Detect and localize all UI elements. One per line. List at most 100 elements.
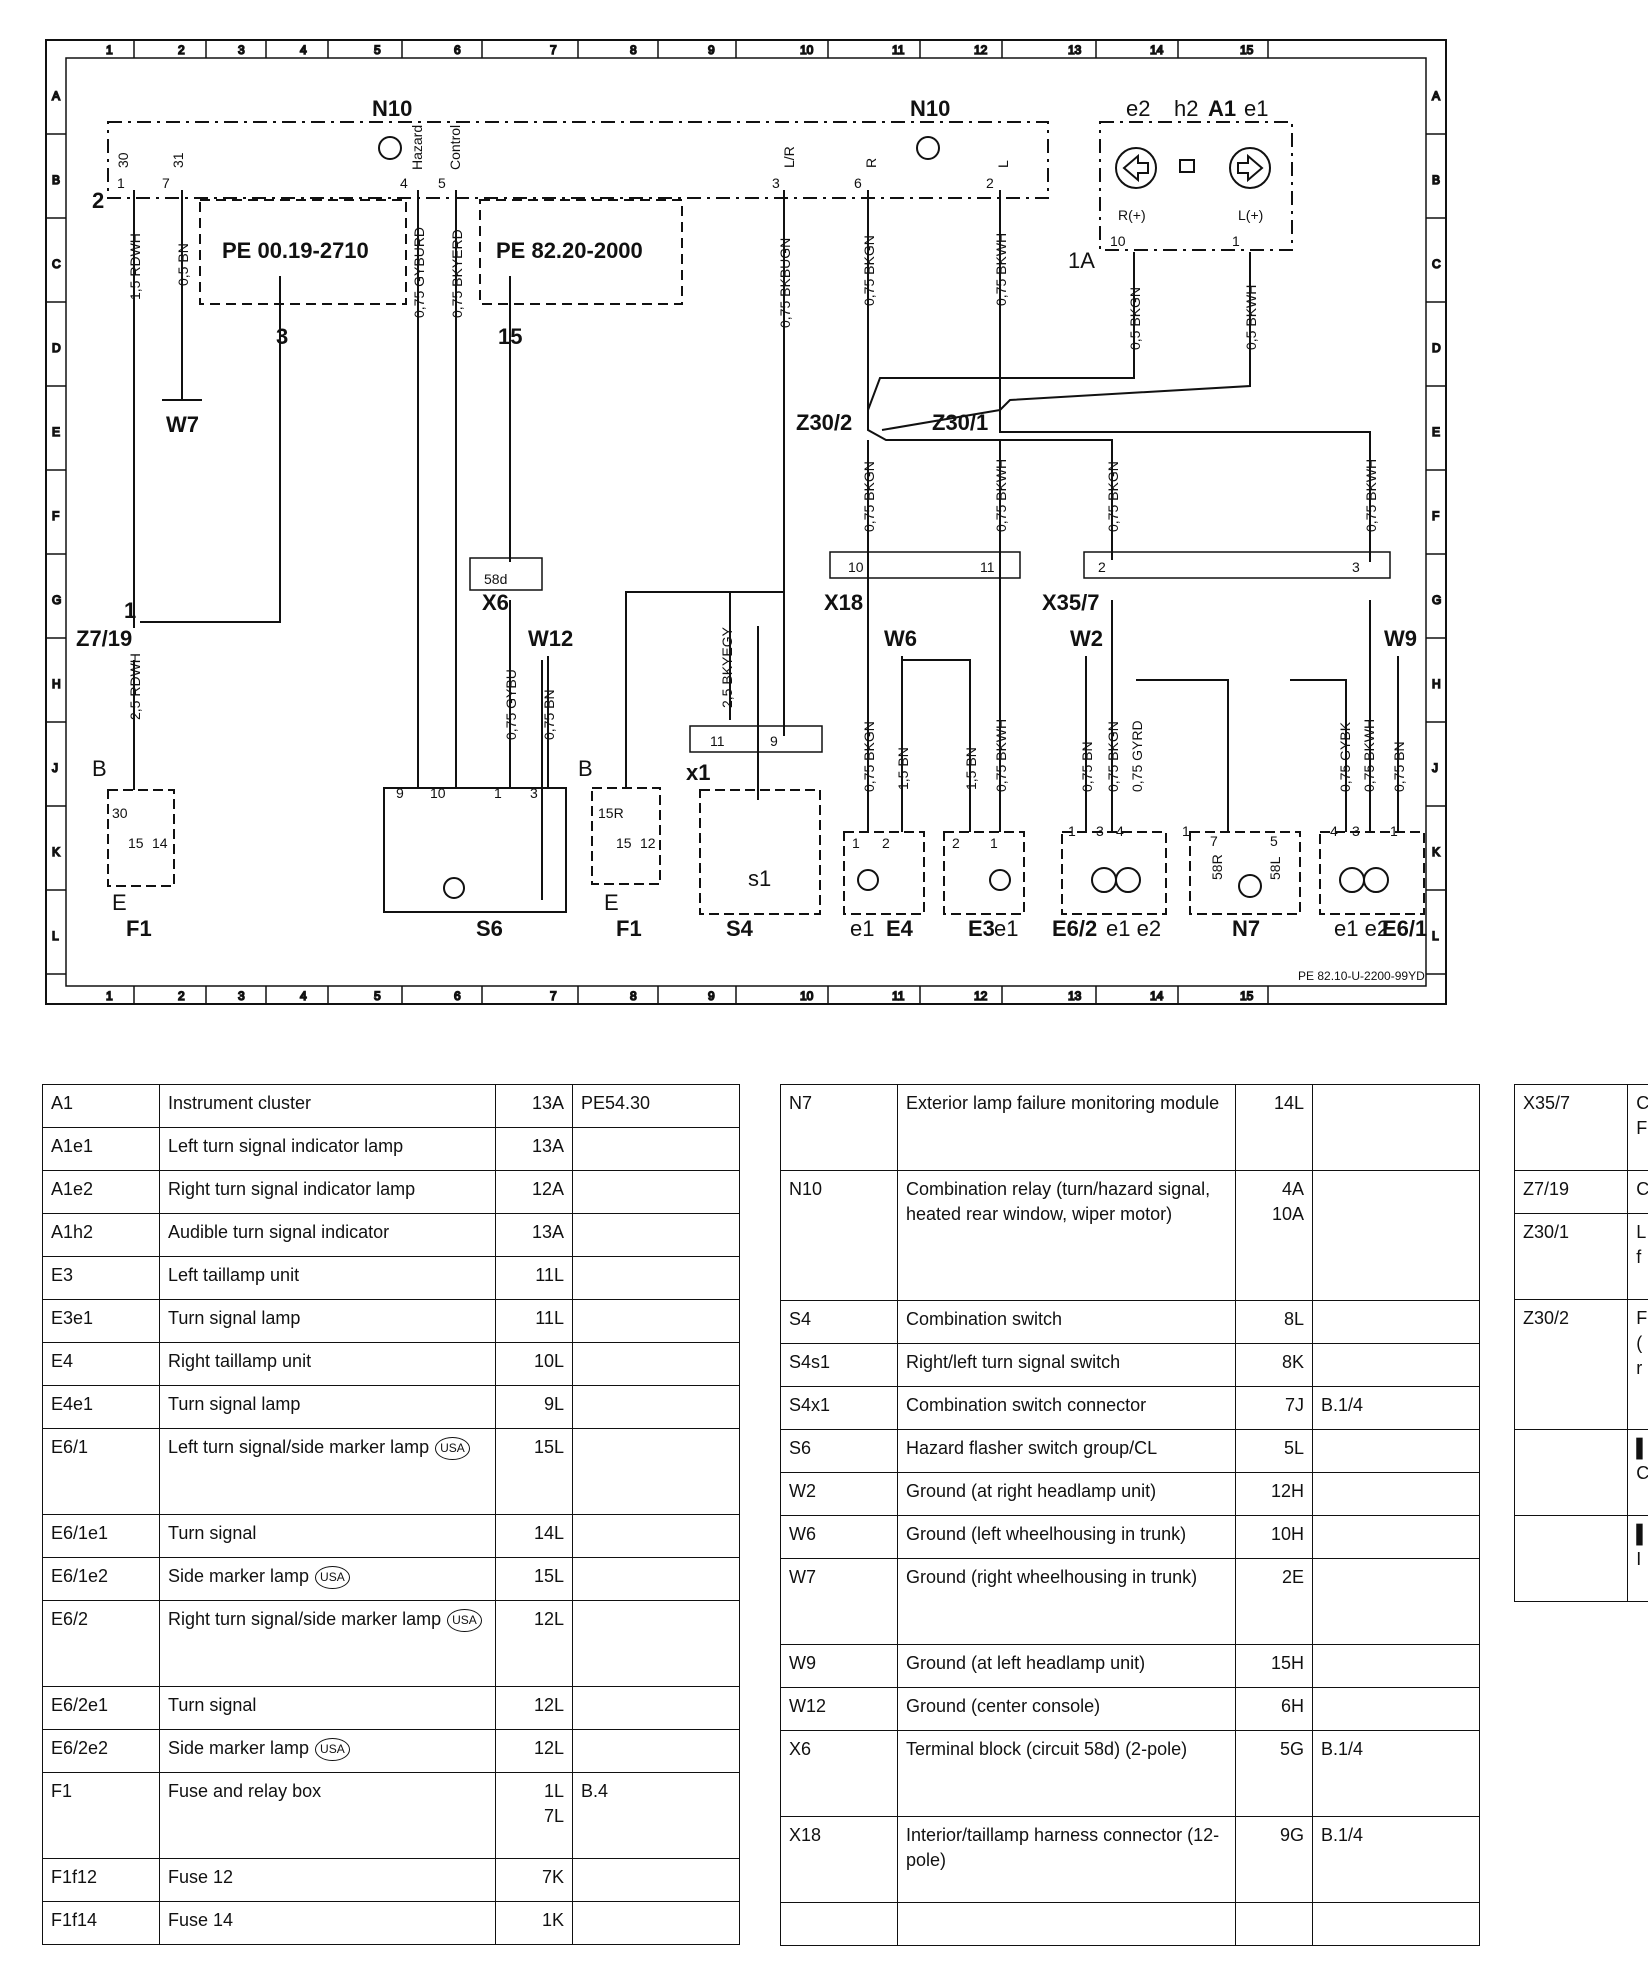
legend-ref	[572, 1170, 740, 1214]
left-arrow-indicator-icon	[1115, 147, 1157, 189]
wire-label: 0,75 BKGN	[1105, 721, 1121, 792]
frame-column-number: 2	[178, 43, 185, 57]
legend-ref	[572, 1428, 740, 1515]
legend-location: 9L	[495, 1385, 573, 1429]
legend-description	[897, 1902, 1236, 1946]
e62-pin-1: 1	[1068, 823, 1076, 839]
frame-column-number: 5	[374, 43, 381, 57]
z30-1-label: Z30/1	[932, 410, 988, 435]
legend-location: 7J	[1235, 1386, 1313, 1430]
legend-code: N10	[780, 1170, 898, 1301]
a1-pin-10: 10	[1110, 233, 1126, 249]
x6-terminal	[469, 557, 543, 591]
n7-transistor-icon	[1238, 874, 1262, 898]
legend-description: Ground (left wheelhousing in trunk)	[897, 1515, 1236, 1559]
x18-pin-11: 11	[980, 559, 995, 575]
frame-row-letter: A	[52, 89, 60, 103]
legend-location	[1235, 1902, 1313, 1946]
legend-code: A1h2	[42, 1213, 160, 1257]
frame-column-number: 4	[300, 989, 307, 1003]
frame-row-letter: H	[1432, 677, 1441, 691]
legend-location-value: 7K	[541, 1867, 564, 1887]
frame-column-number: 14	[1150, 989, 1164, 1003]
x35-pin-2: 2	[1098, 559, 1106, 575]
frame-column-number: 8	[630, 989, 637, 1003]
z7-19-label: Z7/19	[76, 626, 132, 651]
component-boxes	[107, 787, 1425, 915]
legend-location: 15H	[1235, 1644, 1313, 1688]
pe-ref-2: PE 82.20-2000	[496, 238, 643, 263]
e3-lamp-icon	[989, 869, 1011, 891]
legend-description-text: Side marker lamp	[168, 1738, 310, 1758]
x1-connector	[689, 725, 823, 753]
a1-pin-l: L(+)	[1238, 207, 1263, 223]
n10-pin-lr: L/R	[781, 146, 797, 168]
legend-description: Ground (at right headlamp unit)	[897, 1472, 1236, 1516]
legend-ref	[572, 1256, 740, 1300]
w2-label: W2	[1070, 626, 1103, 651]
legend-code: W2	[780, 1472, 898, 1516]
f1-pin-30: 30	[112, 805, 128, 821]
legend-ref: PE54.30	[572, 1084, 740, 1128]
legend-description: Audible turn signal indicator	[159, 1213, 496, 1257]
diagram-footer-code: PE 82.10-U-2200-99YD	[1298, 969, 1425, 983]
e6-1-lamp-icon	[1363, 867, 1389, 893]
legend-ref	[572, 1858, 740, 1902]
wire-label: 1,5 BN	[895, 747, 911, 790]
n10-pin-4: 4	[400, 175, 408, 191]
legend-location-value: 12A	[531, 1179, 564, 1199]
frame-row-letter: C	[52, 257, 61, 271]
legend-location-value: 4A	[1281, 1179, 1304, 1199]
x18-connector	[829, 551, 1021, 579]
legend-location-value: 11L	[535, 1265, 564, 1285]
wire-label: 0,75 BKWH	[993, 719, 1009, 792]
e3-label: E3	[968, 916, 995, 941]
legend-description-text: Fuse and relay box	[168, 1781, 322, 1801]
wire-label: 0,75 BKGN	[861, 461, 877, 532]
wire-label: 0,75 GYBU	[503, 669, 519, 740]
x1-label: x1	[686, 760, 710, 785]
legend-description: Instrument cluster	[159, 1084, 496, 1128]
legend-location-value: 8L	[1283, 1309, 1304, 1329]
pe-ref-box-2	[479, 199, 683, 305]
legend-description: Turn signal lamp	[159, 1299, 496, 1343]
legend-code	[1513, 1515, 1629, 1602]
legend-code: E6/1	[42, 1428, 160, 1515]
pe-ref-box-1	[199, 199, 407, 305]
legend-description: L f	[1627, 1213, 1648, 1300]
legend-description-text: Turn signal lamp	[168, 1308, 301, 1328]
frame-row-letter: J	[1432, 761, 1438, 775]
legend-location-value: 9L	[543, 1394, 564, 1414]
f1-fuse-15a: 15	[128, 835, 144, 851]
legend-ref	[1312, 1084, 1480, 1171]
legend-ref	[1312, 1300, 1480, 1344]
legend-location: 15L	[495, 1557, 573, 1601]
legend-location-value: 12L	[533, 1695, 564, 1715]
x35-7-connector	[1083, 551, 1391, 579]
legend-description-text: Right turn signal/side marker lamp	[168, 1609, 442, 1629]
legend-ref	[572, 1342, 740, 1386]
f1-pin-12: 12	[640, 835, 656, 851]
legend-description: Turn signal lamp	[159, 1385, 496, 1429]
legend-location: 12H	[1235, 1472, 1313, 1516]
e6-2-lamp-icon	[1091, 867, 1117, 893]
frame-column-number: 15	[1240, 989, 1254, 1003]
e4-e1-label: e1	[850, 916, 874, 941]
frame-row-letter: G	[1432, 593, 1441, 607]
legend-code: F1	[42, 1772, 160, 1859]
legend-code: W6	[780, 1515, 898, 1559]
x6-pin-58d: 58d	[484, 571, 507, 587]
e4-label: E4	[886, 916, 914, 941]
legend-ref	[572, 1600, 740, 1687]
legend-location: 9G	[1235, 1816, 1313, 1903]
legend-location-value: 14L	[533, 1523, 564, 1543]
wire-label: 0,75 BKWH	[993, 233, 1009, 306]
legend-location-value: 9G	[1279, 1825, 1304, 1845]
combination-relay-n10: N10 N10 1 30 7 31 4 Hazard 5 Control 3 L…	[107, 96, 1049, 199]
wire-label: 0,75 BN	[1391, 741, 1407, 792]
legend-ref	[572, 1729, 740, 1773]
